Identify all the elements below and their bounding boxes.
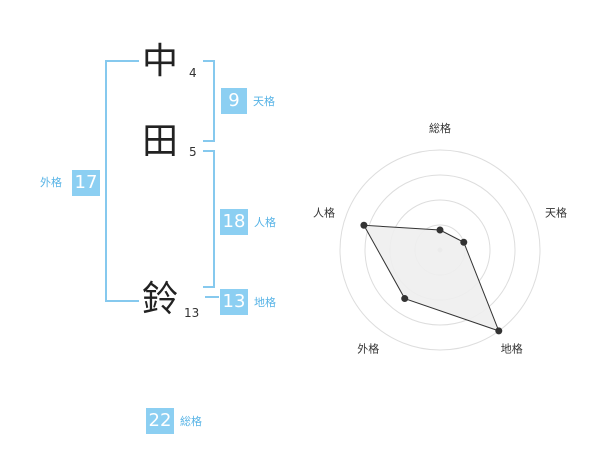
stroke-count-2: 5 xyxy=(189,145,197,159)
name-char-1: 中 xyxy=(142,41,179,82)
jinkaku-label: 人格 xyxy=(254,216,276,229)
stroke-count-1: 4 xyxy=(189,66,197,80)
radar-axis-label-4: 外格 xyxy=(357,342,379,356)
chikaku-connector xyxy=(205,296,219,298)
chikaku-label: 地格 xyxy=(254,296,276,309)
gaikaku-value: 17 xyxy=(72,170,100,196)
gaikaku-label: 外格 xyxy=(40,176,62,189)
radar-ring xyxy=(339,149,541,351)
jinkaku-value: 18 xyxy=(220,209,248,235)
radar-points xyxy=(360,221,503,335)
chikaku-value: 13 xyxy=(220,289,248,315)
tenkaku-label: 天格 xyxy=(253,95,275,108)
tenkaku-bracket xyxy=(203,60,215,142)
radar-area xyxy=(363,224,500,332)
radar-point-1 xyxy=(436,226,444,234)
radar-ring xyxy=(364,174,516,326)
radar-point-5 xyxy=(360,221,368,229)
radar-point-3 xyxy=(495,327,503,335)
gaikaku-bracket xyxy=(105,60,139,302)
radar-axis-label-2: 天格 xyxy=(545,205,567,219)
radar-point-4 xyxy=(401,295,409,303)
stroke-count-3: 13 xyxy=(184,306,200,320)
radar-axis-label-3: 地格 xyxy=(501,342,523,356)
name-char-3: 鈴 xyxy=(142,279,179,320)
jinkaku-bracket xyxy=(203,150,215,288)
radar-axis-label-5: 人格 xyxy=(313,205,335,219)
name-char-2: 田 xyxy=(142,121,179,162)
tenkaku-value: 9 xyxy=(221,88,247,114)
radar-point-2 xyxy=(460,238,468,246)
soukaku-value: 22 xyxy=(146,408,174,434)
radar-axis-label-1: 総格 xyxy=(429,121,451,135)
soukaku-label: 総格 xyxy=(180,415,202,428)
